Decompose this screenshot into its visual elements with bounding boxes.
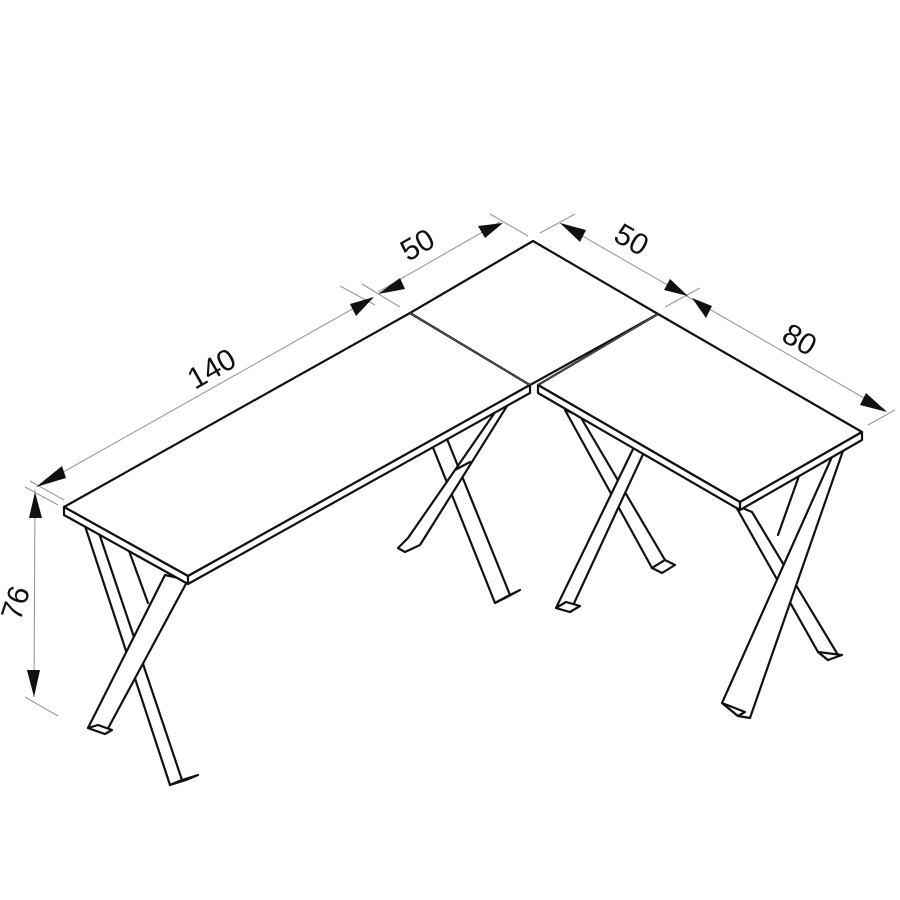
arrow-head [350, 297, 374, 316]
seam-left [409, 312, 531, 386]
tabletop [62, 239, 864, 586]
seam-right [537, 313, 659, 386]
arrow-head [860, 393, 887, 412]
dimension-label-50-right: 50 [609, 217, 654, 262]
arrow-head [560, 223, 586, 242]
dimension-label-50-left: 50 [395, 223, 440, 268]
arrow-head [36, 466, 66, 487]
dimension-label-76: 76 [0, 582, 37, 624]
arrow-head [27, 670, 40, 697]
dimension-height: 76 [0, 486, 59, 717]
arrow-head [692, 298, 712, 318]
arrow-head [378, 278, 405, 294]
arrow-head [29, 492, 42, 518]
arrow-head [664, 279, 688, 296]
leg-front-long [83, 524, 200, 787]
dimension-label-140: 140 [182, 342, 242, 396]
dimension-label-80: 80 [777, 317, 822, 362]
arrow-head [478, 223, 503, 238]
